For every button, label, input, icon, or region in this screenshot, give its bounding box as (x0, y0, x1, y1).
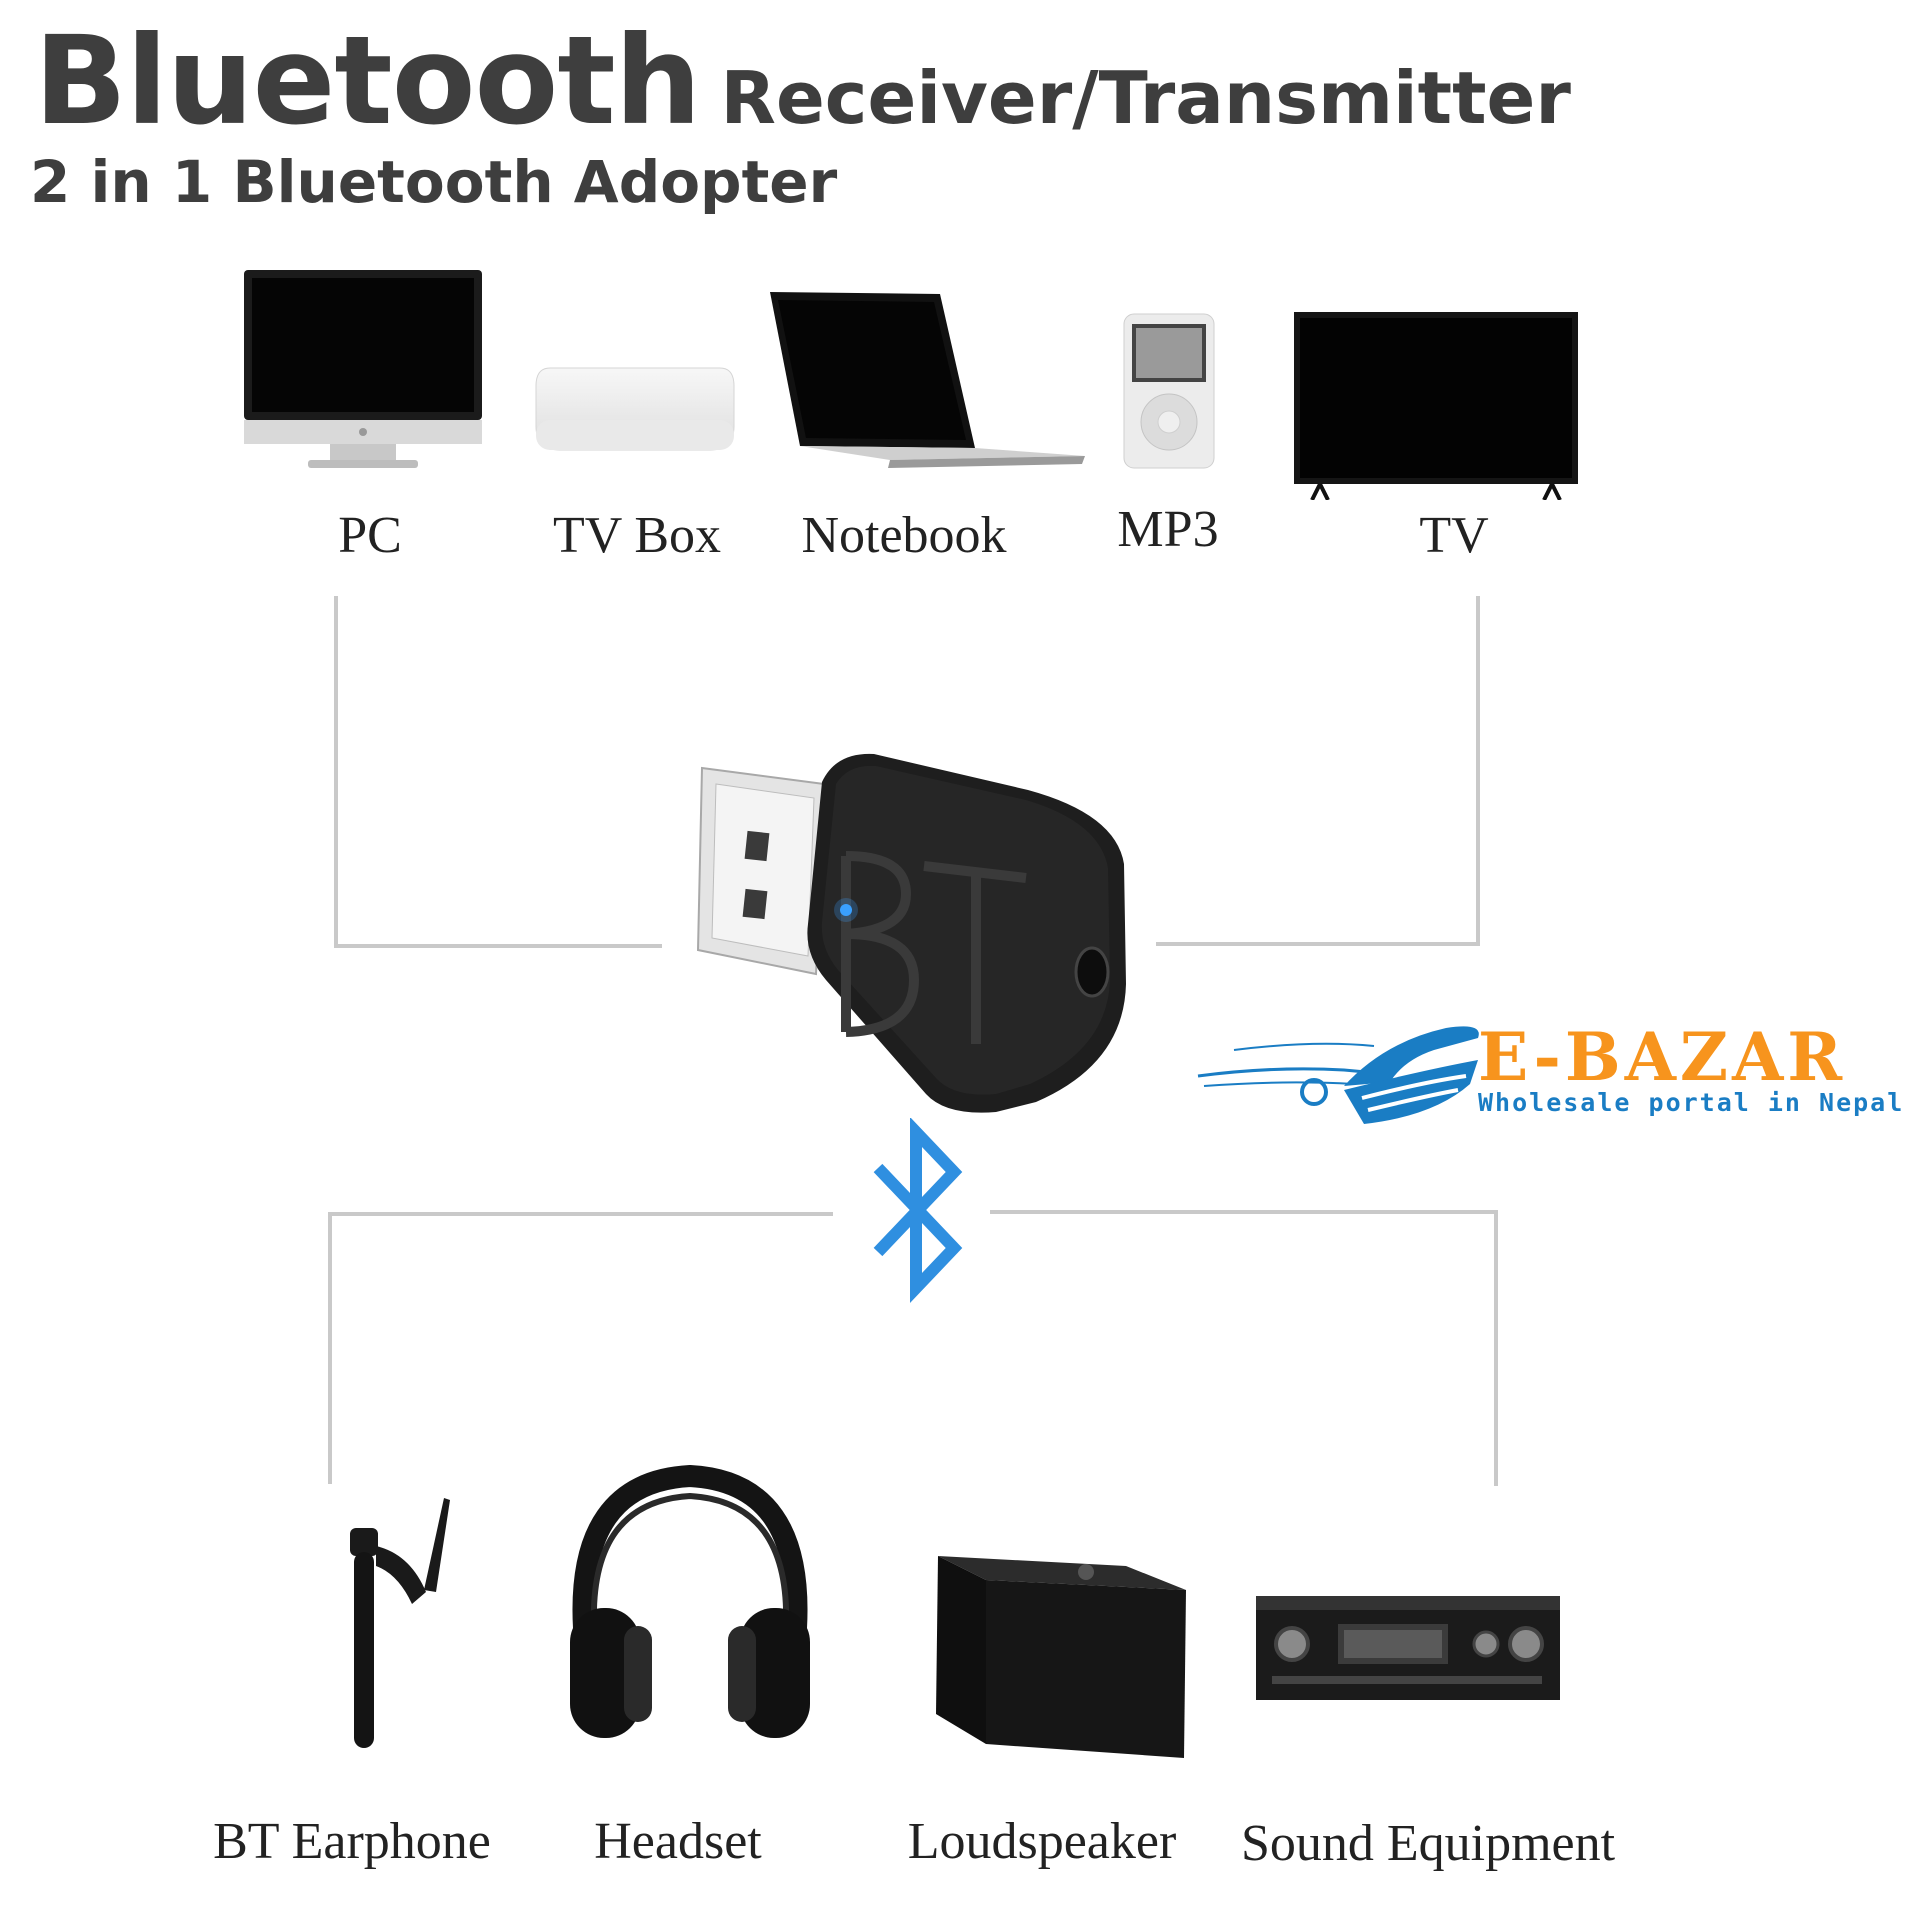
television-icon (1294, 312, 1578, 500)
amplifier-icon (1256, 1596, 1560, 1700)
title-main: Bluetooth (34, 10, 702, 152)
earpiece-icon (350, 1498, 450, 1748)
title-rest: Receiver/Transmitter (720, 56, 1571, 140)
e-bazar-emblem-icon (1197, 1026, 1479, 1124)
device-label-pc: PC (338, 507, 402, 564)
page-subtitle: 2 in 1 Bluetooth Adopter (30, 148, 838, 216)
connector-line (328, 1212, 332, 1484)
device-label-tv: TV (1419, 507, 1489, 564)
connector-line (1476, 596, 1480, 946)
device-label-bt-earphone: BT Earphone (213, 1813, 491, 1870)
device-label-notebook: Notebook (801, 507, 1007, 564)
connector-line (1156, 942, 1480, 946)
mp3-player-icon (1123, 313, 1215, 469)
device-label-loudspeaker: Loudspeaker (907, 1813, 1177, 1870)
logo-tagline: Wholesale portal in Nepal (1478, 1088, 1905, 1117)
bt-usb-adapter-icon (696, 753, 1126, 1113)
speaker-icon (936, 1556, 1186, 1758)
connector-line (328, 1212, 833, 1216)
device-label-mp3: MP3 (1117, 501, 1219, 558)
connector-line (990, 1210, 1498, 1214)
logo-name: E-BAZAR (1478, 1018, 1847, 1096)
laptop-icon (770, 292, 1085, 468)
connector-line (334, 596, 338, 948)
device-label-tv-box: TV Box (552, 507, 722, 564)
connector-line (1494, 1210, 1498, 1486)
bluetooth-icon (873, 1118, 963, 1304)
device-label-sound-equipment: Sound Equipment (1240, 1815, 1616, 1872)
device-label-headset: Headset (594, 1813, 762, 1870)
headphones-icon (570, 1464, 810, 1738)
connector-line (334, 944, 662, 948)
monitor-icon (244, 270, 482, 468)
tv-box-icon (535, 367, 735, 451)
